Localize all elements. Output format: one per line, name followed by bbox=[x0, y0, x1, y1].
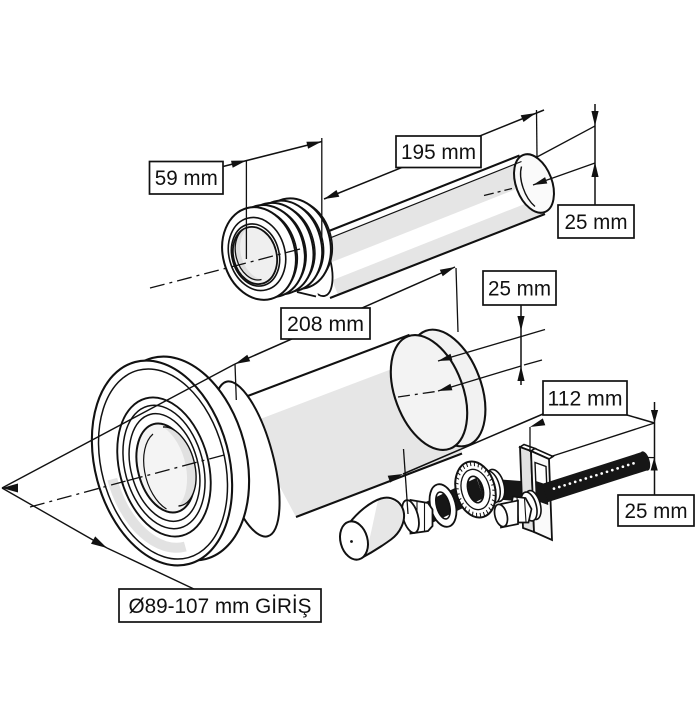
svg-text:25 mm: 25 mm bbox=[488, 277, 551, 300]
svg-text:25 mm: 25 mm bbox=[625, 500, 688, 523]
svg-text:Ø89-107 mm GİRİŞ: Ø89-107 mm GİRİŞ bbox=[129, 595, 312, 618]
svg-text:112 mm: 112 mm bbox=[548, 387, 623, 410]
svg-text:59 mm: 59 mm bbox=[155, 167, 218, 190]
svg-text:25 mm: 25 mm bbox=[565, 211, 628, 234]
svg-text:195 mm: 195 mm bbox=[401, 141, 476, 164]
svg-text:208 mm: 208 mm bbox=[287, 313, 364, 336]
